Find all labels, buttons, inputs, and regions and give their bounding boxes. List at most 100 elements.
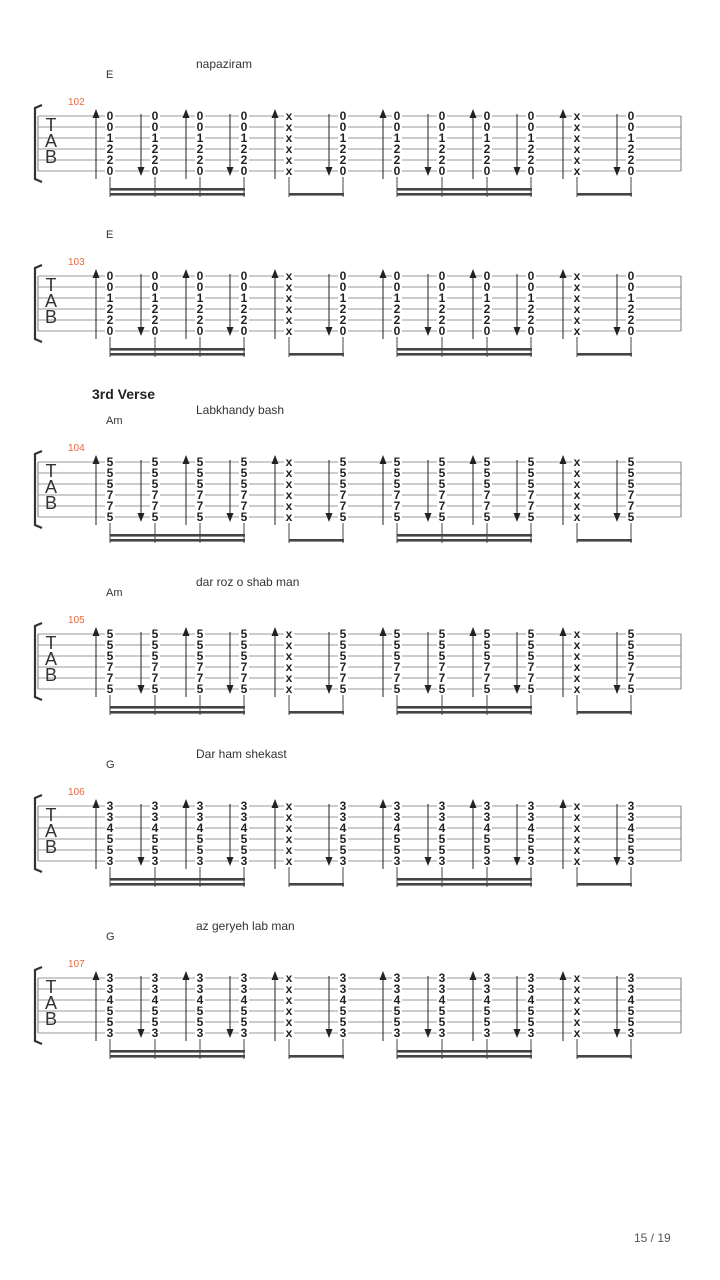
fret-mask <box>338 1028 348 1038</box>
fret-mask <box>526 823 536 833</box>
fret-mask <box>195 651 205 661</box>
fret-number: 2 <box>107 313 114 327</box>
fret-mask <box>626 166 636 176</box>
fret-number: 7 <box>241 660 248 674</box>
fret-mask <box>482 122 492 132</box>
fret-mask <box>239 845 249 855</box>
tab-clef-letter: B <box>45 837 57 857</box>
beam <box>397 706 532 709</box>
fret-mask <box>572 651 582 661</box>
fret-mask <box>392 973 402 983</box>
fret-mask <box>239 271 249 281</box>
fret-number: 7 <box>528 488 535 502</box>
system-bracket <box>33 965 43 1046</box>
fret-mask <box>284 304 294 314</box>
fret-number: 0 <box>439 120 446 134</box>
fret-mask <box>338 1006 348 1016</box>
downstroke-arrow-icon <box>424 685 432 694</box>
fret-number: 5 <box>528 477 535 491</box>
fret-mask <box>239 995 249 1005</box>
fret-number: 5 <box>152 682 159 696</box>
fret-mask <box>437 984 447 994</box>
muted-note: x <box>574 971 581 985</box>
fret-mask <box>195 1017 205 1027</box>
muted-note: x <box>286 843 293 857</box>
fret-mask <box>626 271 636 281</box>
fret-number: 7 <box>628 488 635 502</box>
fret-mask <box>150 629 160 639</box>
beam <box>577 1055 632 1058</box>
fret-mask <box>284 490 294 500</box>
fret-number: 3 <box>241 971 248 985</box>
fret-mask <box>284 166 294 176</box>
fret-number: 4 <box>439 993 446 1007</box>
tab-clef-letter: B <box>45 147 57 167</box>
fret-number: 7 <box>394 671 401 685</box>
fret-mask <box>572 111 582 121</box>
downstroke-arrow-icon <box>424 327 432 336</box>
muted-note: x <box>574 269 581 283</box>
fret-number: 5 <box>152 1004 159 1018</box>
fret-mask <box>392 490 402 500</box>
fret-mask <box>437 973 447 983</box>
muted-note: x <box>286 302 293 316</box>
fret-mask <box>526 282 536 292</box>
fret-mask <box>195 111 205 121</box>
fret-mask <box>526 662 536 672</box>
fret-mask <box>482 834 492 844</box>
fret-mask <box>392 122 402 132</box>
beam <box>397 534 532 537</box>
fret-mask <box>526 501 536 511</box>
fret-mask <box>626 845 636 855</box>
fret-mask <box>437 490 447 500</box>
fret-number: 7 <box>394 488 401 502</box>
fret-mask <box>482 468 492 478</box>
downstroke-arrow-icon <box>325 513 333 522</box>
fret-mask <box>105 144 115 154</box>
fret-number: 5 <box>197 1004 204 1018</box>
fret-mask <box>626 629 636 639</box>
fret-number: 3 <box>340 1026 347 1040</box>
fret-mask <box>626 315 636 325</box>
fret-mask <box>150 834 160 844</box>
fret-number: 0 <box>484 120 491 134</box>
fret-mask <box>392 640 402 650</box>
fret-number: 5 <box>340 477 347 491</box>
muted-note: x <box>574 488 581 502</box>
fret-mask <box>195 468 205 478</box>
fret-mask <box>482 144 492 154</box>
beam <box>110 188 245 191</box>
fret-mask <box>526 479 536 489</box>
fret-number: 5 <box>628 627 635 641</box>
fret-mask <box>284 662 294 672</box>
fret-number: 3 <box>394 810 401 824</box>
muted-note: x <box>574 313 581 327</box>
fret-mask <box>526 304 536 314</box>
fret-number: 5 <box>439 832 446 846</box>
fret-number: 5 <box>484 510 491 524</box>
fret-number: 5 <box>394 477 401 491</box>
fret-number: 4 <box>628 993 635 1007</box>
fret-mask <box>392 468 402 478</box>
muted-note: x <box>574 638 581 652</box>
fret-mask <box>482 629 492 639</box>
fret-number: 5 <box>197 477 204 491</box>
fret-number: 5 <box>107 627 114 641</box>
tab-clef-letter: A <box>45 649 57 669</box>
fret-mask <box>392 326 402 336</box>
fret-mask <box>195 293 205 303</box>
tab-clef-letter: T <box>46 977 57 997</box>
fret-mask <box>572 479 582 489</box>
fret-number: 5 <box>439 649 446 663</box>
downstroke-arrow-icon <box>226 857 234 866</box>
fret-mask <box>239 640 249 650</box>
fret-number: 5 <box>152 466 159 480</box>
beam <box>397 193 532 196</box>
fret-mask <box>392 684 402 694</box>
fret-mask <box>482 166 492 176</box>
fret-number: 2 <box>484 302 491 316</box>
